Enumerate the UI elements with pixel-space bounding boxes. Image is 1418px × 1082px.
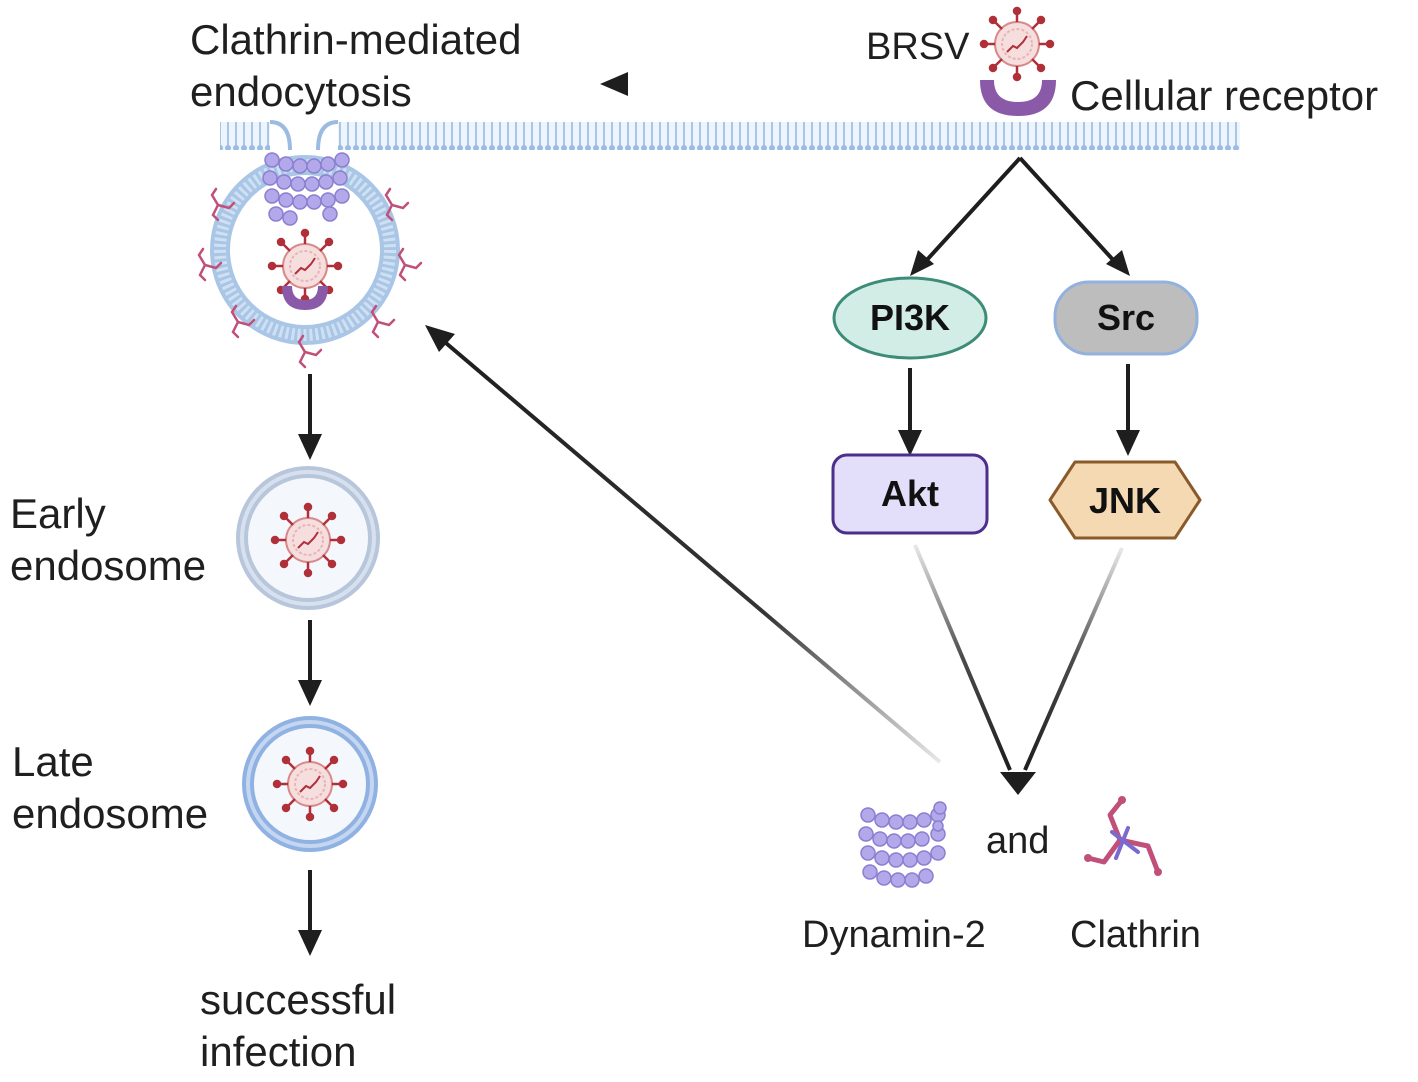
pi3k-label: PI3K xyxy=(869,297,951,338)
jnk-node xyxy=(1048,460,1202,540)
endocytic-vesicle xyxy=(197,152,423,369)
arrows-receptor-to-kinases xyxy=(923,156,1117,264)
late-endosome-icon xyxy=(242,716,378,852)
src-label: Src xyxy=(1096,297,1156,338)
infection-label-line1: successful xyxy=(200,976,397,1023)
cme-label-line2: endocytosis xyxy=(190,68,412,115)
arrows-to-effectors xyxy=(913,544,1124,771)
akt-label: Akt xyxy=(880,473,939,514)
receptor-in-vesicle xyxy=(282,286,328,310)
clathrin-label: Clathrin xyxy=(1070,914,1201,956)
late-endosome-label-line1: Late xyxy=(12,738,94,785)
dynamin-2-icon xyxy=(858,801,947,888)
plasma-membrane xyxy=(220,120,1240,151)
clathrin-icon xyxy=(1084,796,1162,876)
cellular-receptor-label: Cellular receptor xyxy=(1070,72,1379,119)
jnk-label: JNK xyxy=(1088,480,1162,521)
dynamin-ring-on-vesicle xyxy=(262,152,350,226)
cme-label-line1: Clathrin-mediated xyxy=(190,16,522,63)
dynamin-2-label: Dynamin-2 xyxy=(802,914,986,956)
arrows-kinases-to-downstream xyxy=(908,364,1130,440)
late-endosome-label-line2: endosome xyxy=(12,790,209,837)
arrow-effectors-to-vesicle xyxy=(438,336,942,764)
and-label: and xyxy=(986,820,1050,862)
cellular-receptor-icon xyxy=(980,80,1056,116)
early-endosome-label-line1: Early xyxy=(10,490,106,537)
brsv-label: BRSV xyxy=(866,26,970,68)
early-endosome-label-line2: endosome xyxy=(10,542,207,589)
src-node xyxy=(1053,280,1199,356)
infection-label-line2: infection xyxy=(200,1028,357,1075)
pi3k-node xyxy=(832,276,988,360)
early-endosome-icon xyxy=(236,466,380,610)
akt-node xyxy=(831,453,989,535)
brsv-virus xyxy=(979,6,1055,82)
